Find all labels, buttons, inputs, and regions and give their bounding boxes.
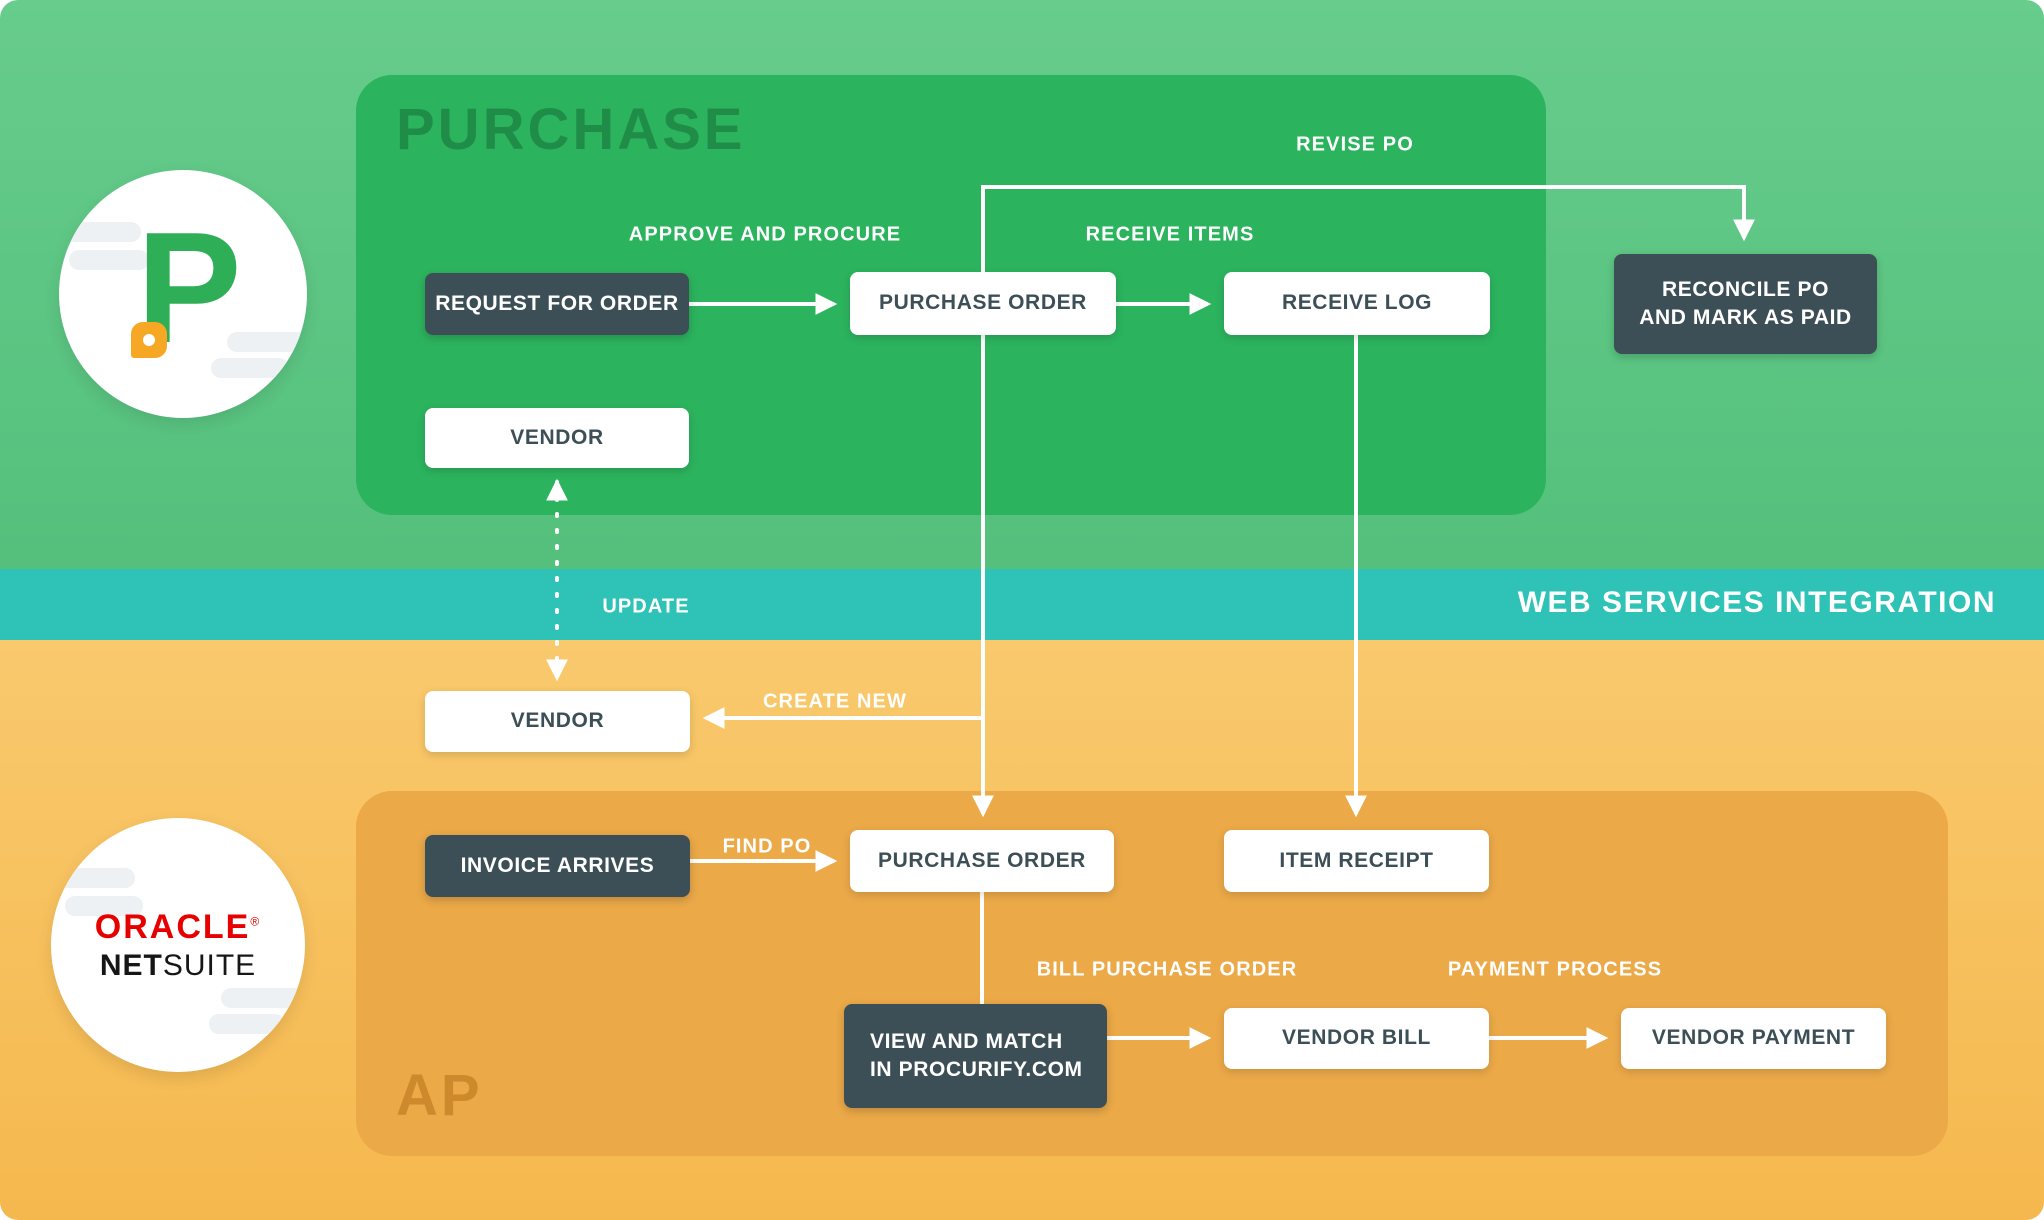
procurify-logo: P bbox=[59, 170, 307, 418]
node-receive-log: RECEIVE LOG bbox=[1224, 272, 1490, 335]
node-receive-log-label: RECEIVE LOG bbox=[1281, 291, 1433, 315]
node-vendor-bottom-label: VENDOR bbox=[510, 709, 605, 733]
edge-label-update: UPDATE bbox=[602, 595, 690, 618]
cloud-decoration bbox=[221, 988, 305, 1008]
node-vendor-payment: VENDOR PAYMENT bbox=[1621, 1008, 1886, 1069]
node-vendor-top-label: VENDOR bbox=[510, 425, 604, 449]
netsuite-suite-text: SUITE bbox=[162, 948, 257, 982]
oracle-text: ORACLE bbox=[94, 907, 251, 946]
oracle-netsuite-logo: ORACLE® NETSUITE bbox=[51, 818, 305, 1072]
cloud-decoration bbox=[227, 332, 307, 352]
node-item-receipt: ITEM RECEIPT bbox=[1224, 830, 1489, 892]
node-request-for-order: REQUEST FOR ORDER bbox=[425, 273, 689, 335]
ap-section-title: AP bbox=[396, 1063, 483, 1128]
cloud-decoration bbox=[65, 896, 143, 916]
cloud-decoration bbox=[69, 250, 149, 270]
node-purchase-order-top: PURCHASE ORDER bbox=[850, 272, 1116, 335]
teal-integration-band bbox=[0, 569, 2044, 640]
node-view-and-match-label-line2: IN PROCURIFY.COM bbox=[870, 1058, 1083, 1081]
edge-label-find-po: FIND PO bbox=[722, 835, 812, 858]
procurify-bubble-dot bbox=[143, 334, 155, 346]
node-purchase-order-bottom-label: PURCHASE ORDER bbox=[878, 848, 1086, 872]
purchase-section-title: PURCHASE bbox=[396, 97, 746, 162]
cloud-decoration bbox=[209, 1014, 285, 1034]
netsuite-wordmark: NETSUITE bbox=[100, 949, 256, 983]
node-item-receipt-label: ITEM RECEIPT bbox=[1279, 848, 1434, 872]
node-vendor-bill-label: VENDOR BILL bbox=[1282, 1026, 1431, 1050]
netsuite-net-text: NET bbox=[99, 948, 163, 982]
web-services-integration-label: WEB SERVICES INTEGRATION bbox=[1517, 586, 1996, 619]
node-reconcile-po-label-line2: AND MARK AS PAID bbox=[1639, 306, 1852, 329]
edge-label-bill-purchase-order: BILL PURCHASE ORDER bbox=[1036, 958, 1298, 981]
node-invoice-arrives-label: INVOICE ARRIVES bbox=[460, 853, 655, 877]
cloud-decoration bbox=[59, 222, 141, 242]
node-request-for-order-label: REQUEST FOR ORDER bbox=[435, 291, 679, 315]
edge-label-approve-and-procure: APPROVE AND PROCURE bbox=[628, 223, 902, 246]
node-vendor-payment-label: VENDOR PAYMENT bbox=[1651, 1026, 1856, 1050]
registered-mark: ® bbox=[250, 914, 262, 929]
cloud-decoration bbox=[211, 358, 289, 378]
edge-label-receive-items: RECEIVE ITEMS bbox=[1085, 223, 1255, 246]
cloud-decoration bbox=[51, 868, 135, 888]
edge-revise-po-line bbox=[981, 185, 1755, 272]
edge-label-create-new: CREATE NEW bbox=[763, 690, 907, 713]
node-purchase-order-top-label: PURCHASE ORDER bbox=[879, 291, 1087, 315]
node-invoice-arrives: INVOICE ARRIVES bbox=[425, 835, 690, 897]
node-vendor-bottom: VENDOR bbox=[425, 691, 690, 752]
node-view-and-match-label-line1: VIEW AND MATCH bbox=[870, 1029, 1063, 1053]
procurify-chat-bubble-icon bbox=[131, 322, 167, 358]
node-reconcile-po-label-line1: RECONCILE PO bbox=[1661, 277, 1830, 301]
node-vendor-bill: VENDOR BILL bbox=[1224, 1008, 1489, 1069]
edge-label-revise-po: REVISE PO bbox=[1296, 133, 1414, 156]
node-vendor-top: VENDOR bbox=[425, 408, 689, 468]
oracle-wordmark: ORACLE® bbox=[95, 908, 261, 947]
node-reconcile-po: RECONCILE PO AND MARK AS PAID bbox=[1614, 254, 1877, 354]
edge-label-payment-process: PAYMENT PROCESS bbox=[1447, 958, 1663, 981]
node-view-and-match: VIEW AND MATCH IN PROCURIFY.COM bbox=[844, 1004, 1107, 1108]
node-purchase-order-bottom: PURCHASE ORDER bbox=[850, 830, 1114, 892]
